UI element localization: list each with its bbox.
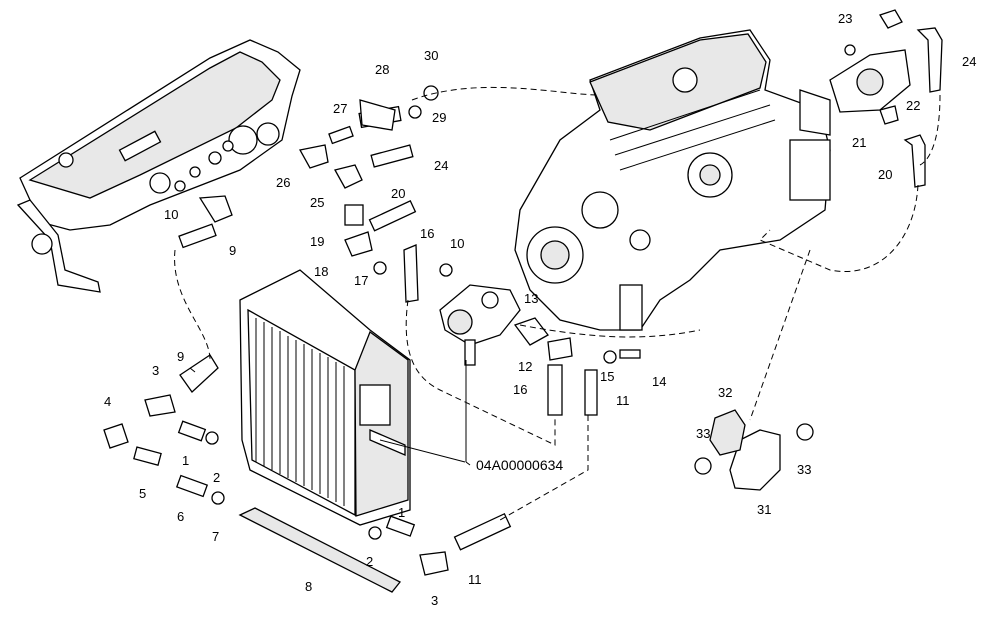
chassis-frame <box>16 39 301 293</box>
callout-2b: 2 <box>366 554 373 569</box>
callout-24b: 24 <box>962 54 976 69</box>
callout-21: 21 <box>852 135 866 150</box>
callout-27: 27 <box>333 101 347 116</box>
callout-10a: 10 <box>164 207 178 222</box>
callout-13: 13 <box>524 291 538 306</box>
callout-16a: 16 <box>420 226 434 241</box>
callout-20b: 20 <box>878 167 892 182</box>
callout-32: 32 <box>718 385 732 400</box>
engine-assembly <box>514 29 831 331</box>
callout-12: 12 <box>518 359 532 374</box>
callout-19: 19 <box>310 234 324 249</box>
upper-fittings <box>178 85 453 303</box>
gear-pump-upper-right <box>829 9 943 188</box>
callout-4: 4 <box>104 394 111 409</box>
callout-9b: 9 <box>177 349 184 364</box>
callout-26: 26 <box>276 175 290 190</box>
callout-11b: 11 <box>468 572 482 587</box>
leader-lines <box>189 360 471 466</box>
callout-15: 15 <box>600 369 614 384</box>
callout-9a: 9 <box>229 243 236 258</box>
callout-2a: 2 <box>213 470 220 485</box>
oil-cooler <box>239 269 411 526</box>
callout-7: 7 <box>212 529 219 544</box>
callout-22: 22 <box>906 98 920 113</box>
callout-16b: 16 <box>513 382 527 397</box>
diagram-code: 04A00000634 <box>476 457 563 473</box>
callout-31: 31 <box>757 502 771 517</box>
callout-6: 6 <box>177 509 184 524</box>
callout-10b: 10 <box>450 236 464 251</box>
callout-20a: 20 <box>391 186 405 201</box>
lower-hoses <box>238 337 641 593</box>
mounting-bracket <box>694 409 814 491</box>
callout-14: 14 <box>652 374 666 389</box>
callout-29: 29 <box>432 110 446 125</box>
callout-33a: 33 <box>696 426 710 441</box>
lower-left-fittings <box>103 354 225 505</box>
callout-24a: 24 <box>434 158 448 173</box>
callout-5: 5 <box>139 486 146 501</box>
callout-1b: 1 <box>398 505 405 520</box>
callout-8: 8 <box>305 579 312 594</box>
callout-labels: 1 1 2 2 3 3 4 5 6 7 8 9 9 10 10 11 11 12… <box>104 11 976 608</box>
callout-11a: 11 <box>616 393 630 408</box>
callout-3b: 3 <box>431 593 438 608</box>
routing-lines <box>174 86 941 521</box>
callout-33b: 33 <box>797 462 811 477</box>
callout-28: 28 <box>375 62 389 77</box>
callout-30: 30 <box>424 48 438 63</box>
callout-25: 25 <box>310 195 324 210</box>
callout-18: 18 <box>314 264 328 279</box>
callout-1a: 1 <box>182 453 189 468</box>
callout-17: 17 <box>354 273 368 288</box>
hydraulic-pump-center <box>439 284 549 366</box>
callout-3a: 3 <box>152 363 159 378</box>
callout-23: 23 <box>838 11 852 26</box>
